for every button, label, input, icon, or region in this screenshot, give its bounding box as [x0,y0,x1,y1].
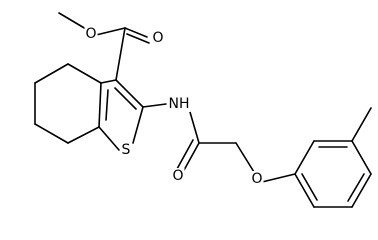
ester-carbonyl-oxygen-label: O [152,30,163,46]
bond-c6-c7 [34,123,69,144]
bond-ar3-ar4 [351,140,372,175]
aryl-ether-oxygen-label: O [251,171,262,187]
bond-ester-carbonyl-double-1 [124,27,148,38]
ring-sulfur-atom: S [120,142,132,158]
ester-ether-oxygen-label: O [85,26,96,42]
bond-c3-c2-double [115,79,144,108]
bond-sulfur-c7a [98,126,120,151]
bond-c7-c7a [67,126,100,144]
bond-ester-carbon-ring [115,27,126,81]
bond-c4-c5 [34,63,69,84]
amide-carbonyl-oxygen-atom: O [171,168,185,184]
bond-ar3-methyl [351,107,372,142]
ester-ether-oxygen-atom: O [84,26,98,42]
bond-amide-carbonyl-double-2 [176,139,194,170]
bond-nitrogen-amide-carbon [189,111,200,144]
ring-sulfur-label: S [122,142,131,158]
bond-amide-carbonyl-double-1 [182,142,200,173]
bond-ester-carbonyl-double-2 [126,33,150,44]
bond-ar4-ar5-inner [347,173,365,202]
bond-methylene-ether-oxygen [235,142,255,173]
bond-c2-sulfur [132,106,144,144]
bond-ar4-ar5 [351,173,372,208]
bond-c3a-c3 [100,79,117,84]
bond-ether-oxygen-aryl [261,173,296,183]
amide-nitrogen-label: NH [169,96,190,112]
bond-c3-c2-inner [114,87,137,110]
bond-ar6-ar1 [294,173,315,208]
bond-c7a-c3a [98,82,102,128]
amide-carbonyl-oxygen-label: O [172,168,183,184]
bond-c2-nitrogen [142,103,167,108]
ester-carbonyl-oxygen-atom: O [151,30,165,46]
bond-ar1-ar2 [294,140,315,175]
amide-nitrogen-atom: NH [167,96,191,112]
bond-c3a-c4 [67,63,102,84]
aryl-ether-oxygen-atom: O [250,171,264,187]
structure-canvas: O O S NH O O [34,12,372,208]
bond-ester-oxygen-carbonyl-carbon [95,27,126,36]
bond-methyl-oxygen [58,12,87,30]
bond-ar6-ar1-inner [301,173,318,201]
molecule-structure: O O S NH O O [34,12,372,208]
bond-c7a-c3a-inner [105,89,109,121]
